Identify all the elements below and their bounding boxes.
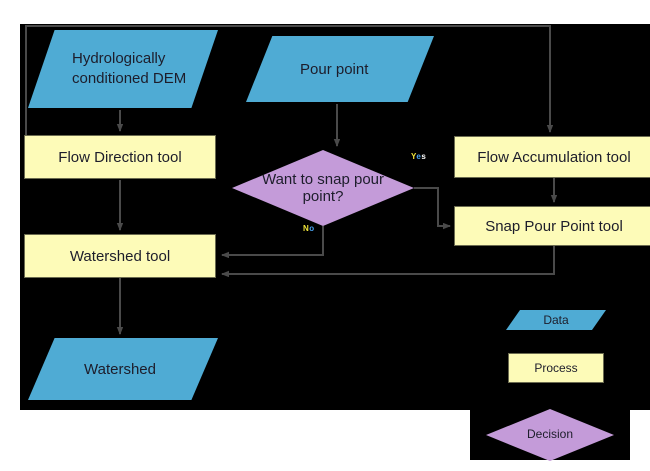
node-flow-accumulation-tool[interactable]: Flow Accumulation tool: [454, 136, 650, 178]
node-pour-point[interactable]: Pour point: [246, 36, 434, 102]
node-flow-direction-tool[interactable]: Flow Direction tool: [24, 135, 216, 179]
node-label: Pour point: [300, 60, 369, 78]
legend-label: Process: [534, 361, 578, 375]
node-hydrologically-conditioned-dem[interactable]: Hydrologically conditioned DEM: [28, 30, 218, 108]
legend-label: Decision: [526, 427, 574, 442]
node-watershed-output[interactable]: Watershed: [28, 338, 218, 400]
legend-item-process: Process: [508, 353, 604, 383]
node-label: Hydrologically conditioned DEM: [72, 49, 187, 87]
node-label: Flow Direction tool: [58, 148, 182, 166]
legend-item-data: Data: [506, 310, 606, 330]
node-label: Watershed tool: [69, 247, 171, 265]
node-label: Watershed: [84, 360, 156, 378]
branch-label-yes: Yes: [411, 152, 427, 161]
branch-label-no: No: [303, 224, 315, 233]
node-label: Want to snap pour point?: [261, 170, 384, 205]
legend-label: Data: [543, 313, 569, 327]
node-snap-pour-point-tool[interactable]: Snap Pour Point tool: [454, 206, 650, 246]
node-label: Flow Accumulation tool: [477, 148, 631, 166]
node-watershed-tool[interactable]: Watershed tool: [24, 234, 216, 278]
node-label: Snap Pour Point tool: [485, 217, 623, 235]
